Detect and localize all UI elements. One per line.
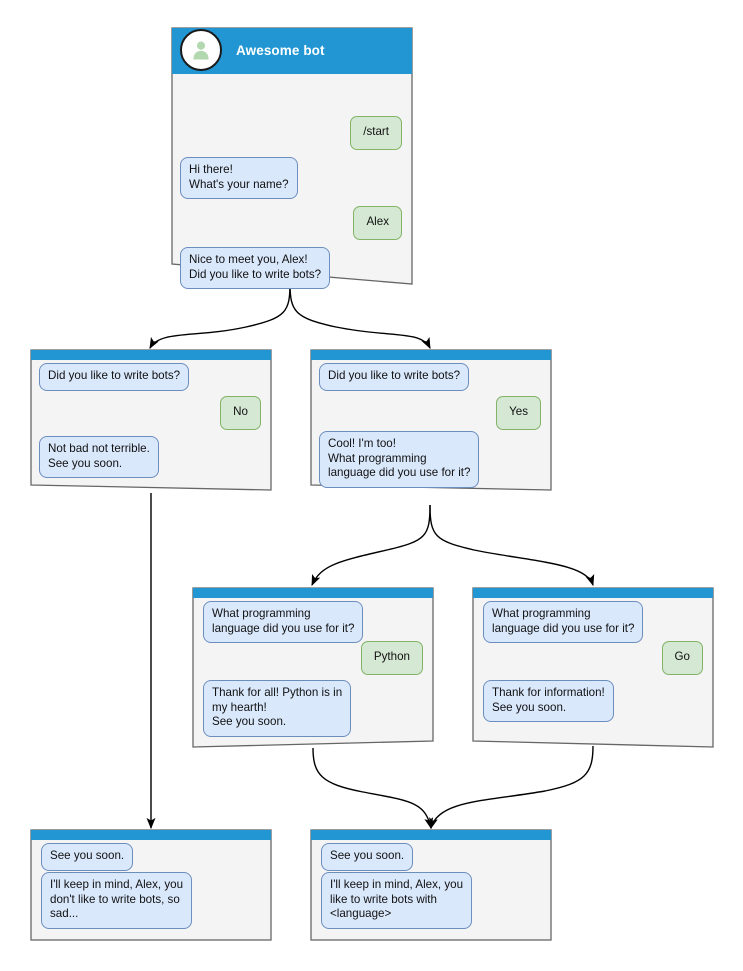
- user-message-bubble: No: [220, 396, 261, 430]
- user-message-bubble: /start: [350, 116, 402, 150]
- bot-message-bubble: Thank for information! See you soon.: [483, 680, 614, 723]
- message-row-bot: See you soon.: [321, 843, 541, 871]
- bot-message-bubble: See you soon.: [41, 843, 134, 871]
- message-row-bot: See you soon.: [41, 843, 261, 871]
- user-message-bubble: Alex: [353, 206, 402, 240]
- bot-message-bubble: Not bad not terrible. See you soon.: [39, 436, 159, 479]
- bot-message-bubble: See you soon.: [321, 843, 414, 871]
- message-row-user: No: [39, 396, 261, 430]
- user-message-bubble: Yes: [496, 396, 541, 430]
- chat-window-yes[interactable]: Did you like to write bots? Yes Cool! I'…: [309, 348, 553, 494]
- user-avatar-icon: [180, 29, 222, 71]
- bot-message-bubble: Thank for all! Python is in my hearth! S…: [203, 680, 352, 737]
- edge-root-to-no: [149, 282, 291, 349]
- bot-message-bubble: Cool! I'm too! What programming language…: [319, 431, 480, 488]
- message-row-bot: Cool! I'm too! What programming language…: [319, 431, 541, 488]
- message-row-bot: I'll keep in mind, Alex, you don't like …: [41, 872, 261, 929]
- user-message-bubble: Python: [360, 641, 423, 675]
- user-message-bubble: Go: [661, 641, 703, 675]
- message-row-bot: Did you like to write bots?: [319, 363, 541, 391]
- message-row-user: /start: [180, 116, 402, 150]
- bot-message-bubble: I'll keep in mind, Alex, you like to wri…: [321, 872, 473, 929]
- message-row-bot: I'll keep in mind, Alex, you like to wri…: [321, 872, 541, 929]
- edge-root-to-yes: [289, 282, 431, 350]
- edge-go-to-end-happy: [429, 745, 594, 830]
- bot-message-bubble: Hi there! What's your name?: [180, 157, 298, 200]
- message-row-bot: Nice to meet you, Alex! Did you like to …: [180, 247, 402, 290]
- message-row-bot: What programming language did you use fo…: [203, 601, 423, 644]
- message-row-bot: Not bad not terrible. See you soon.: [39, 436, 261, 479]
- chat-window-go[interactable]: What programming language did you use fo…: [471, 586, 715, 751]
- bot-message-bubble: Did you like to write bots?: [39, 363, 190, 391]
- message-row-bot: Thank for information! See you soon.: [483, 680, 703, 723]
- window-title-bar: Awesome bot: [170, 26, 414, 74]
- bot-name-label: Awesome bot: [236, 42, 325, 58]
- bot-message-bubble: Did you like to write bots?: [319, 363, 470, 391]
- chat-window-python[interactable]: What programming language did you use fo…: [191, 586, 435, 751]
- edge-python-to-end-happy: [312, 747, 434, 830]
- message-row-bot: Thank for all! Python is in my hearth! S…: [203, 680, 423, 737]
- bot-message-bubble: What programming language did you use fo…: [483, 601, 644, 644]
- bot-message-bubble: What programming language did you use fo…: [203, 601, 364, 644]
- message-row-bot: Did you like to write bots?: [39, 363, 261, 391]
- message-row-user: Yes: [319, 396, 541, 430]
- message-row-bot: What programming language did you use fo…: [483, 601, 703, 644]
- chat-window-end-sad[interactable]: See you soon. I'll keep in mind, Alex, y…: [29, 828, 273, 942]
- message-row-user: Alex: [180, 206, 402, 240]
- bot-message-bubble: Nice to meet you, Alex! Did you like to …: [180, 247, 331, 290]
- message-row-user: Go: [483, 641, 703, 675]
- message-row-bot: Hi there! What's your name?: [180, 157, 402, 200]
- chat-window-root[interactable]: Awesome bot /start Hi there! What's your…: [170, 26, 414, 290]
- chat-window-no[interactable]: Did you like to write bots? No Not bad n…: [29, 348, 273, 494]
- chat-window-end-happy[interactable]: See you soon. I'll keep in mind, Alex, y…: [309, 828, 553, 942]
- bot-message-bubble: I'll keep in mind, Alex, you don't like …: [41, 872, 193, 929]
- edge-yes-to-go: [429, 504, 595, 587]
- edge-yes-to-python: [311, 504, 431, 587]
- message-row-user: Python: [203, 641, 423, 675]
